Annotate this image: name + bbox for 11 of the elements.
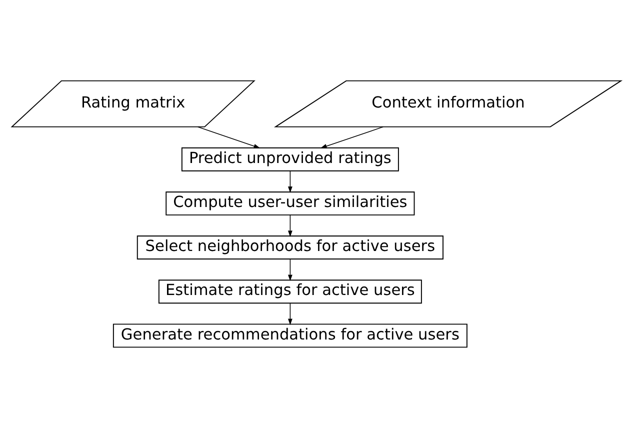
arrow	[288, 258, 292, 282]
arrow	[320, 126, 384, 148]
node-box: Estimate ratings for active users	[158, 280, 422, 304]
arrow	[288, 302, 292, 326]
node-box: Select neighborhoods for active users	[136, 236, 444, 260]
arrow	[198, 126, 260, 148]
node-box: Compute user-user similarities	[166, 191, 415, 216]
node-box: Predict unprovided ratings	[181, 147, 399, 172]
arrow	[288, 214, 292, 237]
arrow	[288, 170, 292, 193]
node-box: Generate recommendations for active users	[112, 324, 468, 348]
